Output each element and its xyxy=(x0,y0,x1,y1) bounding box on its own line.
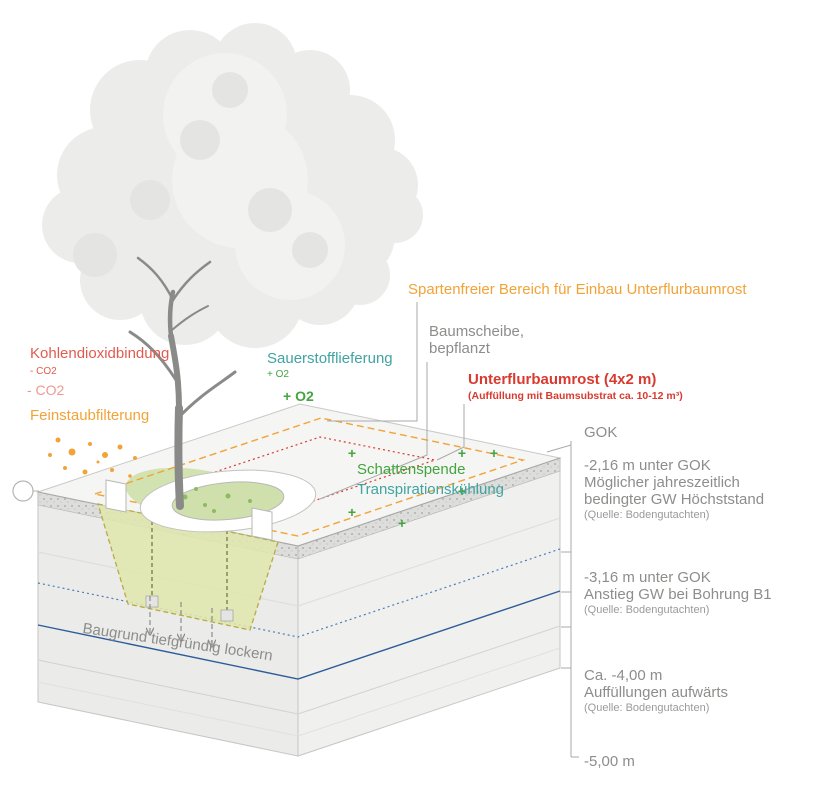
depth-316-line2: Anstieg GW bei Bohrung B1 xyxy=(584,586,772,603)
shade-label: Schattenspende xyxy=(357,461,466,478)
depth-216-line3: bedingter GW Höchststand xyxy=(584,491,765,508)
oxygen-supply-label: Sauerstofflieferung xyxy=(267,350,393,367)
tree-trunk xyxy=(128,256,237,510)
underfloor-grate-label: Unterflurbaumrost (4x2 m) xyxy=(468,371,657,388)
groundwater-high-dotted-line xyxy=(37,548,561,638)
leader-gok xyxy=(546,444,572,453)
depth-216-line1: -2,16 m unter GOK xyxy=(584,457,711,474)
fill-layer-line xyxy=(37,625,561,715)
depth-216-source: (Quelle: Bodengutachten) xyxy=(584,509,710,521)
leader-lines xyxy=(319,302,579,758)
planting-pit xyxy=(97,503,279,631)
dust-particles-icon xyxy=(48,437,137,478)
pit-anchor-left xyxy=(145,595,159,608)
stratum-line-lower xyxy=(37,647,561,737)
depth-316-line1: -3,16 m unter GOK xyxy=(584,569,711,586)
plus-icon: + xyxy=(490,445,498,461)
plus-icon: + xyxy=(398,515,406,531)
plus-icon: + xyxy=(458,445,466,461)
depth-500-label: -5,00 m xyxy=(584,753,635,770)
leader-unterflur xyxy=(436,404,465,461)
loosening-arrows xyxy=(150,596,212,646)
detail-marker-circle xyxy=(12,480,39,502)
underfloor-grate-sublabel: (Auffüllung mit Baumsubstrat ca. 10-12 m… xyxy=(468,390,683,402)
depth-400-line1: Ca. -4,00 m xyxy=(584,667,663,684)
groundwater-b1-solid-line xyxy=(37,590,561,680)
utility-free-zone-label: Spartenfreier Bereich für Einbau Unterfl… xyxy=(408,281,747,298)
soil-block xyxy=(36,403,562,757)
curb-element-right xyxy=(251,507,273,541)
o2-formula-small: + O2 xyxy=(267,369,289,380)
leader-baumscheibe xyxy=(319,362,428,500)
plus-icon: + xyxy=(458,483,466,499)
depth-216-line2: Möglicher jahreszeitlich xyxy=(584,474,740,491)
baumscheibe-label-line2: bepflanzt xyxy=(429,340,490,357)
planting-speckles xyxy=(182,487,252,513)
curb-element-left xyxy=(105,479,127,513)
tree-canopy xyxy=(42,23,423,348)
co2-formula-large: - CO2 xyxy=(27,382,65,398)
depth-400-source: (Quelle: Bodengutachten) xyxy=(584,702,710,714)
leader-utility-zone xyxy=(327,302,418,422)
co2-formula-small: - CO2 xyxy=(30,366,57,377)
co2-binding-label: Kohlendioxidbindung xyxy=(30,345,170,362)
fine-dust-label: Feinstaubfilterung xyxy=(30,407,150,424)
surface-decor xyxy=(92,417,526,541)
o2-formula-large: + O2 xyxy=(283,388,314,404)
gok-label: GOK xyxy=(584,424,618,441)
transpiration-label: Transpirationskühlung xyxy=(357,481,505,498)
pit-anchor-right xyxy=(220,609,234,622)
depth-400-line2: Auffüllungen aufwärts xyxy=(584,684,728,701)
plus-icon: + xyxy=(348,504,356,520)
depth-316-source: (Quelle: Bodengutachten) xyxy=(584,604,710,616)
baumscheibe-label-line1: Baumscheibe, xyxy=(429,323,525,340)
plus-icon: + xyxy=(348,445,356,461)
